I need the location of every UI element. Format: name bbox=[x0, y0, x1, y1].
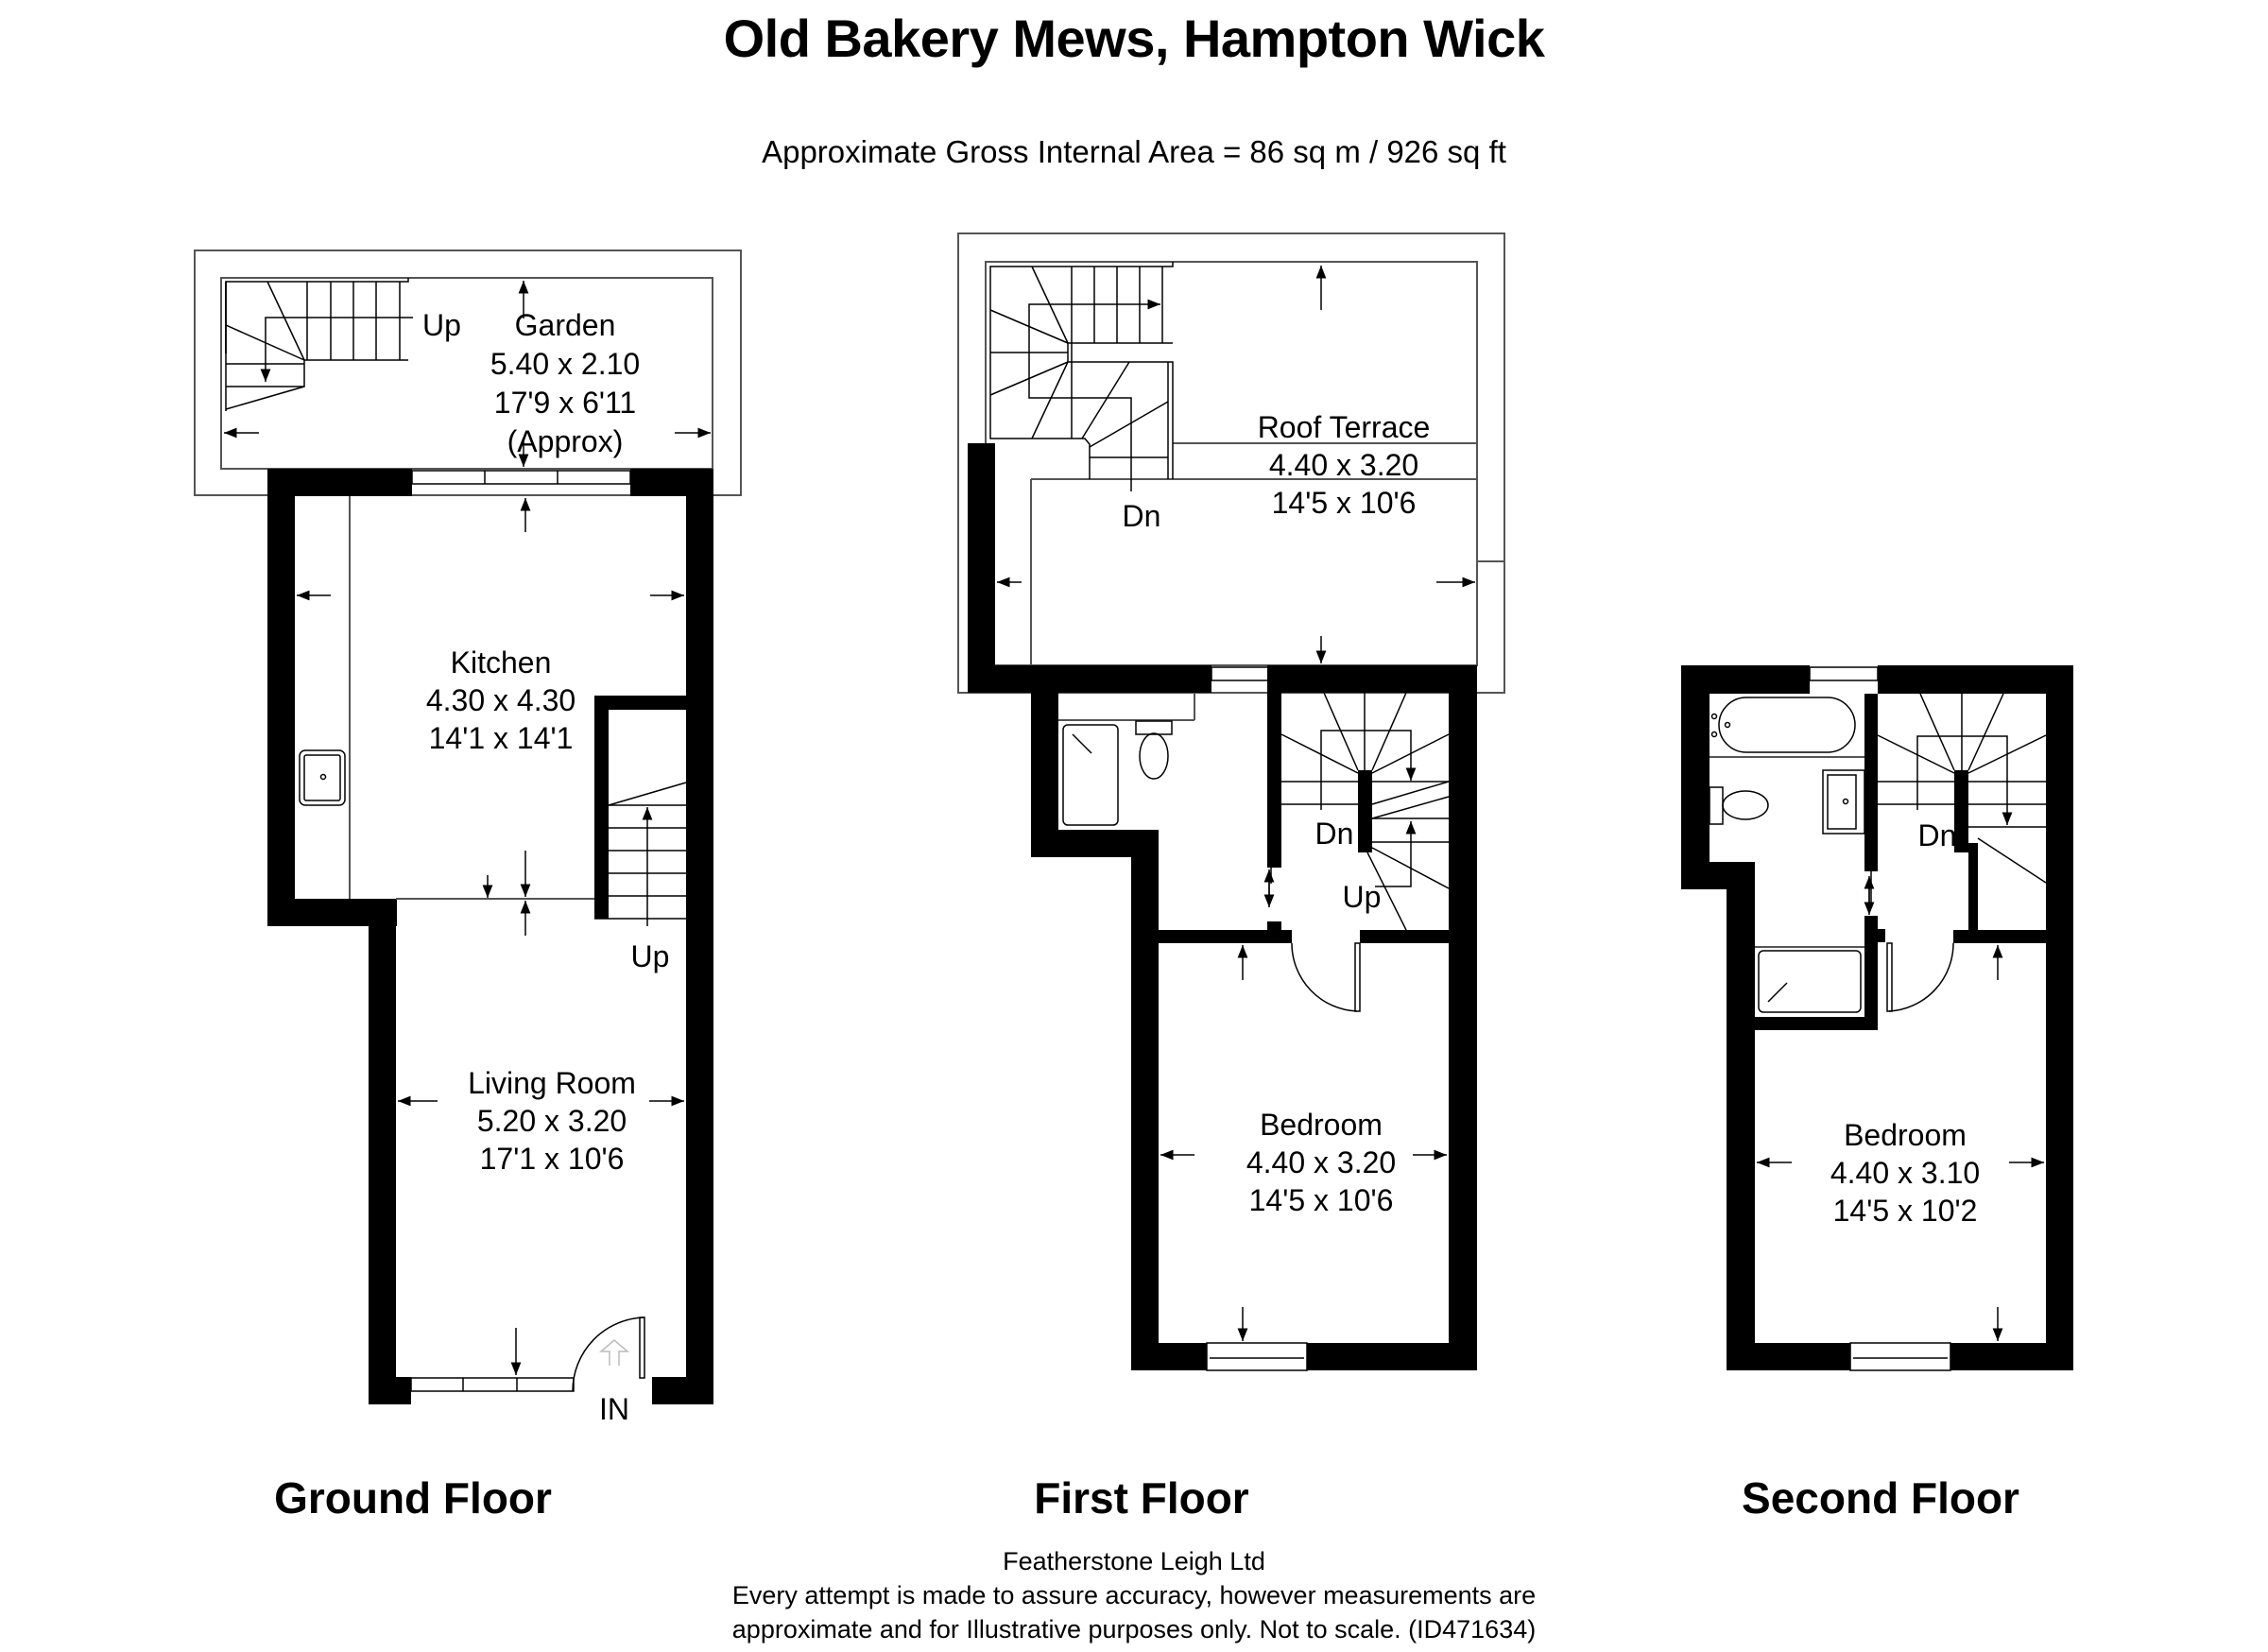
bedroom-door-swing bbox=[1291, 942, 1358, 1012]
first-stairs-up-label: Up bbox=[1343, 880, 1382, 914]
garden-stairs-up-label: Up bbox=[422, 308, 461, 342]
first-floor-plan: Dn Roof Terrace 4.40 x 3.20 14'5 x 10'6 bbox=[957, 232, 1505, 1371]
roof-terrace-metric: 4.40 x 3.20 bbox=[1269, 448, 1418, 482]
entrance-arrow-icon bbox=[598, 1339, 630, 1366]
shower-tray-icon bbox=[1062, 724, 1119, 826]
entrance-label: IN bbox=[599, 1392, 629, 1426]
garden-imperial: 17'9 x 6'11 bbox=[494, 386, 636, 420]
kitchen-imperial: 14'1 x 14'1 bbox=[429, 721, 574, 755]
ground-internal-stairs bbox=[594, 782, 687, 926]
company-name: Featherstone Leigh Ltd bbox=[1003, 1547, 1265, 1575]
ground-stairs-up-label: Up bbox=[631, 939, 670, 973]
plan-title: Old Bakery Mews, Hampton Wick bbox=[723, 9, 1545, 68]
second-stairs-down-label: Dn bbox=[1918, 818, 1957, 852]
front-door[interactable] bbox=[639, 1316, 645, 1379]
ground-floor-plan: Up Garden 5.40 x 2.10 17'9 x 6'11 (Appro… bbox=[194, 250, 742, 1426]
second-internal-stairs bbox=[1877, 693, 2047, 884]
basin-icon bbox=[1822, 769, 1865, 835]
kitchen-window bbox=[411, 470, 631, 485]
second-floor-plan: Dn Bedroom 4.40 x 3.10 14'5 x 10'2 bbox=[1681, 665, 2073, 1371]
toilet-cistern-icon bbox=[1135, 720, 1173, 735]
garden-outer-boundary bbox=[194, 250, 742, 496]
ground-floor-label: Ground Floor bbox=[274, 1473, 552, 1523]
second-bedroom-door[interactable] bbox=[1886, 942, 1893, 1012]
bath-tub-icon bbox=[1718, 697, 1856, 753]
terrace-stairs bbox=[989, 262, 1174, 491]
second-bedroom-imperial: 14'5 x 10'2 bbox=[1833, 1194, 1978, 1228]
second-toilet-cistern-icon bbox=[1709, 786, 1724, 825]
second-bedroom-metric: 4.40 x 3.10 bbox=[1830, 1156, 1980, 1190]
front-door-swing bbox=[572, 1316, 645, 1392]
garden-stairs bbox=[225, 278, 413, 411]
living-room-imperial: 17'1 x 10'6 bbox=[480, 1142, 625, 1176]
first-bedroom-window bbox=[1206, 1342, 1308, 1371]
garden-approx-note: (Approx) bbox=[507, 424, 624, 458]
kitchen-sink-icon bbox=[299, 749, 346, 806]
second-bedroom-name: Bedroom bbox=[1844, 1118, 1967, 1152]
first-internal-stairs bbox=[1280, 692, 1450, 931]
living-room-name: Living Room bbox=[468, 1066, 636, 1100]
first-bedroom-metric: 4.40 x 3.20 bbox=[1246, 1145, 1396, 1179]
terrace-stairs-down-label: Dn bbox=[1123, 499, 1161, 533]
living-room-window bbox=[410, 1377, 575, 1392]
garden-inner-boundary bbox=[220, 277, 713, 470]
toilet-icon bbox=[1139, 732, 1169, 780]
disclaimer-line-2: approximate and for Illustrative purpose… bbox=[731, 1615, 1537, 1643]
disclaimer-line-1: Every attempt is made to assure accuracy… bbox=[731, 1581, 1537, 1609]
gross-internal-area: Approximate Gross Internal Area = 86 sq … bbox=[762, 134, 1506, 169]
first-bedroom-name: Bedroom bbox=[1260, 1108, 1383, 1142]
first-bedroom-door[interactable] bbox=[1354, 942, 1361, 1012]
first-bedroom-imperial: 14'5 x 10'6 bbox=[1249, 1183, 1394, 1217]
first-stairs-down-label: Dn bbox=[1315, 817, 1354, 851]
roof-terrace-outer-boundary bbox=[957, 232, 1505, 694]
second-toilet-icon bbox=[1722, 790, 1769, 820]
second-bedroom-window bbox=[1849, 1342, 1951, 1371]
living-room-metric: 5.20 x 3.20 bbox=[477, 1104, 627, 1138]
kitchen-metric: 4.30 x 4.30 bbox=[426, 683, 576, 717]
second-bathroom-window bbox=[1809, 666, 1879, 681]
garden-name: Garden bbox=[515, 308, 616, 342]
roof-terrace-imperial: 14'5 x 10'6 bbox=[1272, 486, 1417, 520]
roof-terrace-name: Roof Terrace bbox=[1258, 410, 1431, 444]
kitchen-name: Kitchen bbox=[451, 645, 552, 680]
second-shower-tray-icon bbox=[1758, 950, 1862, 1013]
first-floor-label: First Floor bbox=[1034, 1473, 1249, 1523]
second-bedroom-door-swing bbox=[1888, 942, 1954, 1012]
footer: Featherstone Leigh Ltd Every attempt is … bbox=[0, 1544, 2268, 1646]
second-floor-label: Second Floor bbox=[1742, 1473, 2019, 1523]
garden-metric: 5.40 x 2.10 bbox=[490, 347, 640, 381]
